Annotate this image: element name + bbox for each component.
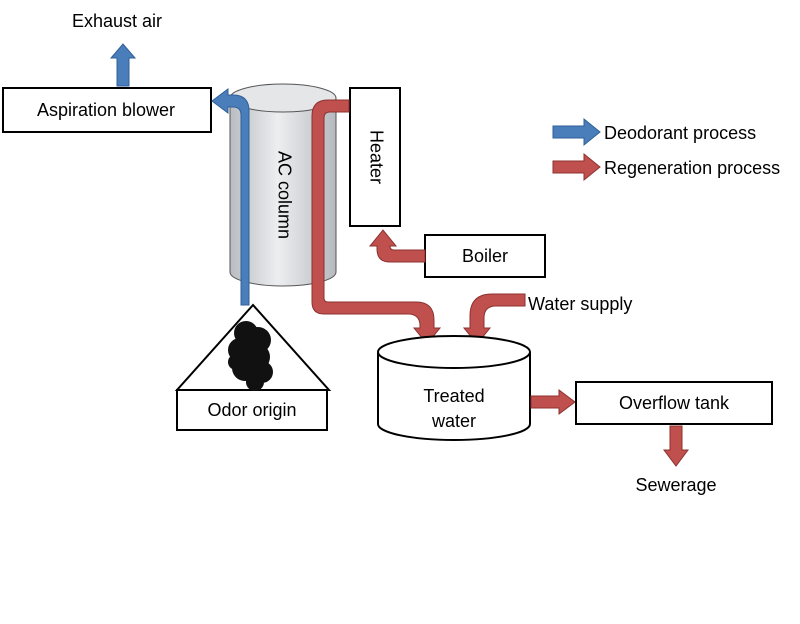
boiler: Boiler (424, 234, 546, 278)
treated-water-label-line2: water (431, 411, 476, 431)
odor-origin-label: Odor origin (207, 400, 296, 420)
aspiration-blower: Aspiration blower (2, 87, 212, 133)
overflow-tank-label: Overflow tank (619, 393, 730, 413)
water-supply-label: Water supply (528, 294, 632, 314)
boiler-label: Boiler (462, 246, 508, 266)
odor-origin-hood: Odor origin (174, 303, 332, 431)
legend-deodorant-label: Deodorant process (604, 123, 756, 143)
legend: Deodorant process Regeneration process (552, 117, 780, 182)
legend-deodorant-arrow (552, 117, 601, 147)
heater: Heater (349, 87, 401, 227)
exhaust-air-label: Exhaust air (72, 11, 162, 31)
treated-water-label-line1: Treated (423, 386, 484, 406)
heater-label: Heater (366, 130, 386, 184)
deodorant-pipe (211, 88, 250, 306)
odor-blob (228, 321, 273, 391)
treated-water-tank: Treated water (377, 335, 531, 441)
ac-column: AC column (229, 83, 337, 287)
legend-regeneration-arrow (552, 152, 601, 182)
overflow-to-sewerage-arrow (663, 425, 689, 467)
boiler-to-heater-arrow (368, 229, 426, 263)
aspiration-blower-label: Aspiration blower (37, 100, 175, 120)
tank-to-overflow-arrow (530, 389, 576, 415)
overflow-tank: Overflow tank (575, 381, 773, 425)
legend-regeneration-label: Regeneration process (604, 158, 780, 178)
exhaust-arrow (109, 43, 137, 87)
sewerage-label: Sewerage (635, 475, 716, 495)
ac-column-label: AC column (274, 151, 294, 239)
